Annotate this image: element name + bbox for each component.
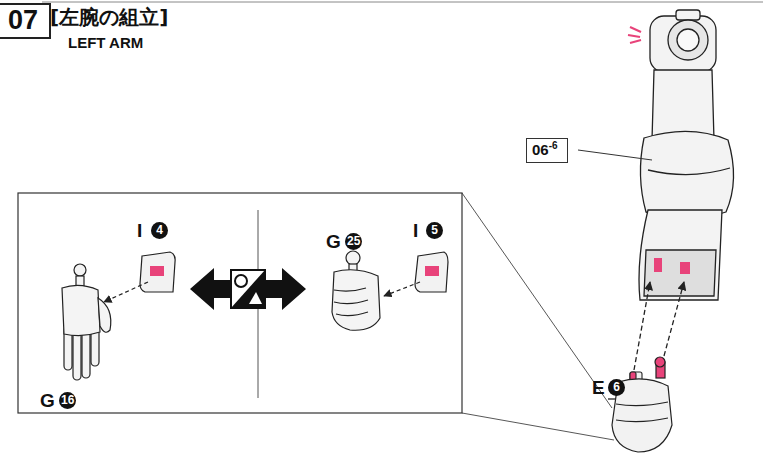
- fist-hand: [332, 251, 380, 330]
- fist-hand: [612, 357, 672, 452]
- open-hand: [74, 264, 86, 276]
- arm-assembly: [676, 10, 700, 20]
- arm-assembly: [644, 250, 716, 296]
- part-letter: G: [326, 232, 341, 252]
- open-hand: [62, 264, 111, 380]
- arm-assembly: [677, 29, 699, 51]
- fist-hand: [655, 357, 665, 367]
- pink-marks: [628, 27, 641, 43]
- inset-panel: [18, 193, 462, 413]
- step-number: 06: [532, 141, 549, 158]
- fist-hand: [332, 270, 380, 331]
- callout-number: 4: [151, 222, 168, 239]
- callout-number: 16: [59, 392, 76, 409]
- header-rule: [42, 2, 763, 3]
- option-symbol: [264, 268, 306, 310]
- assembly-arrows: [634, 282, 684, 370]
- callout-lines: [462, 193, 612, 408]
- step-title: [左腕の組立]: [50, 5, 168, 29]
- callout-lines: [462, 193, 614, 440]
- subtitle: LEFT ARM: [68, 34, 143, 52]
- arm-assembly: [668, 20, 708, 60]
- hand-part: [104, 252, 175, 302]
- part-letter: G: [40, 391, 55, 411]
- open-hand: [76, 276, 84, 286]
- step-number: 07: [8, 5, 38, 35]
- arm-assembly: [652, 70, 714, 140]
- arm-assembly: [639, 10, 734, 300]
- callout-lines: [462, 413, 614, 440]
- arm-assembly: [640, 131, 733, 218]
- arm-assembly: [650, 16, 716, 72]
- part-letter: E: [592, 378, 605, 398]
- assembly-arrows: [664, 282, 684, 356]
- hand-part: [384, 282, 420, 296]
- leader-line: [578, 150, 652, 160]
- arm-assembly: [639, 210, 722, 300]
- callout-number: 25: [345, 233, 362, 250]
- option-symbol: [231, 270, 265, 308]
- fist-hand: [334, 288, 368, 316]
- pink-marks: [630, 40, 641, 43]
- option-symbol: [235, 275, 247, 287]
- fist-hand: [346, 251, 360, 265]
- hand-part: [104, 282, 148, 302]
- callout-number: 5: [426, 222, 443, 239]
- pink-marks: [630, 27, 641, 32]
- fist-hand: [616, 402, 668, 422]
- open-hand: [98, 298, 111, 332]
- option-symbol: [190, 268, 232, 310]
- arm-assembly: [654, 258, 662, 272]
- hand-part: [384, 252, 448, 296]
- hand-part: [140, 252, 175, 292]
- arm-assembly: [680, 262, 690, 274]
- reference-box: 06-6: [526, 138, 568, 163]
- assembly-arrows: [634, 282, 650, 370]
- part-letter: I: [413, 221, 418, 241]
- part-letter: I: [137, 221, 142, 241]
- callout-number: 6: [608, 379, 625, 396]
- hand-part: [415, 252, 448, 292]
- option-symbol: [249, 292, 262, 304]
- hand-part: [150, 266, 164, 276]
- hand-part: [425, 266, 439, 276]
- pink-marks: [628, 35, 640, 37]
- arm-assembly: [648, 168, 730, 175]
- step-number-box: 07: [0, 3, 51, 39]
- option-symbol: [231, 270, 265, 308]
- open-hand: [62, 285, 100, 335]
- step-sub-number: -6: [549, 140, 558, 151]
- option-symbol: [190, 268, 306, 310]
